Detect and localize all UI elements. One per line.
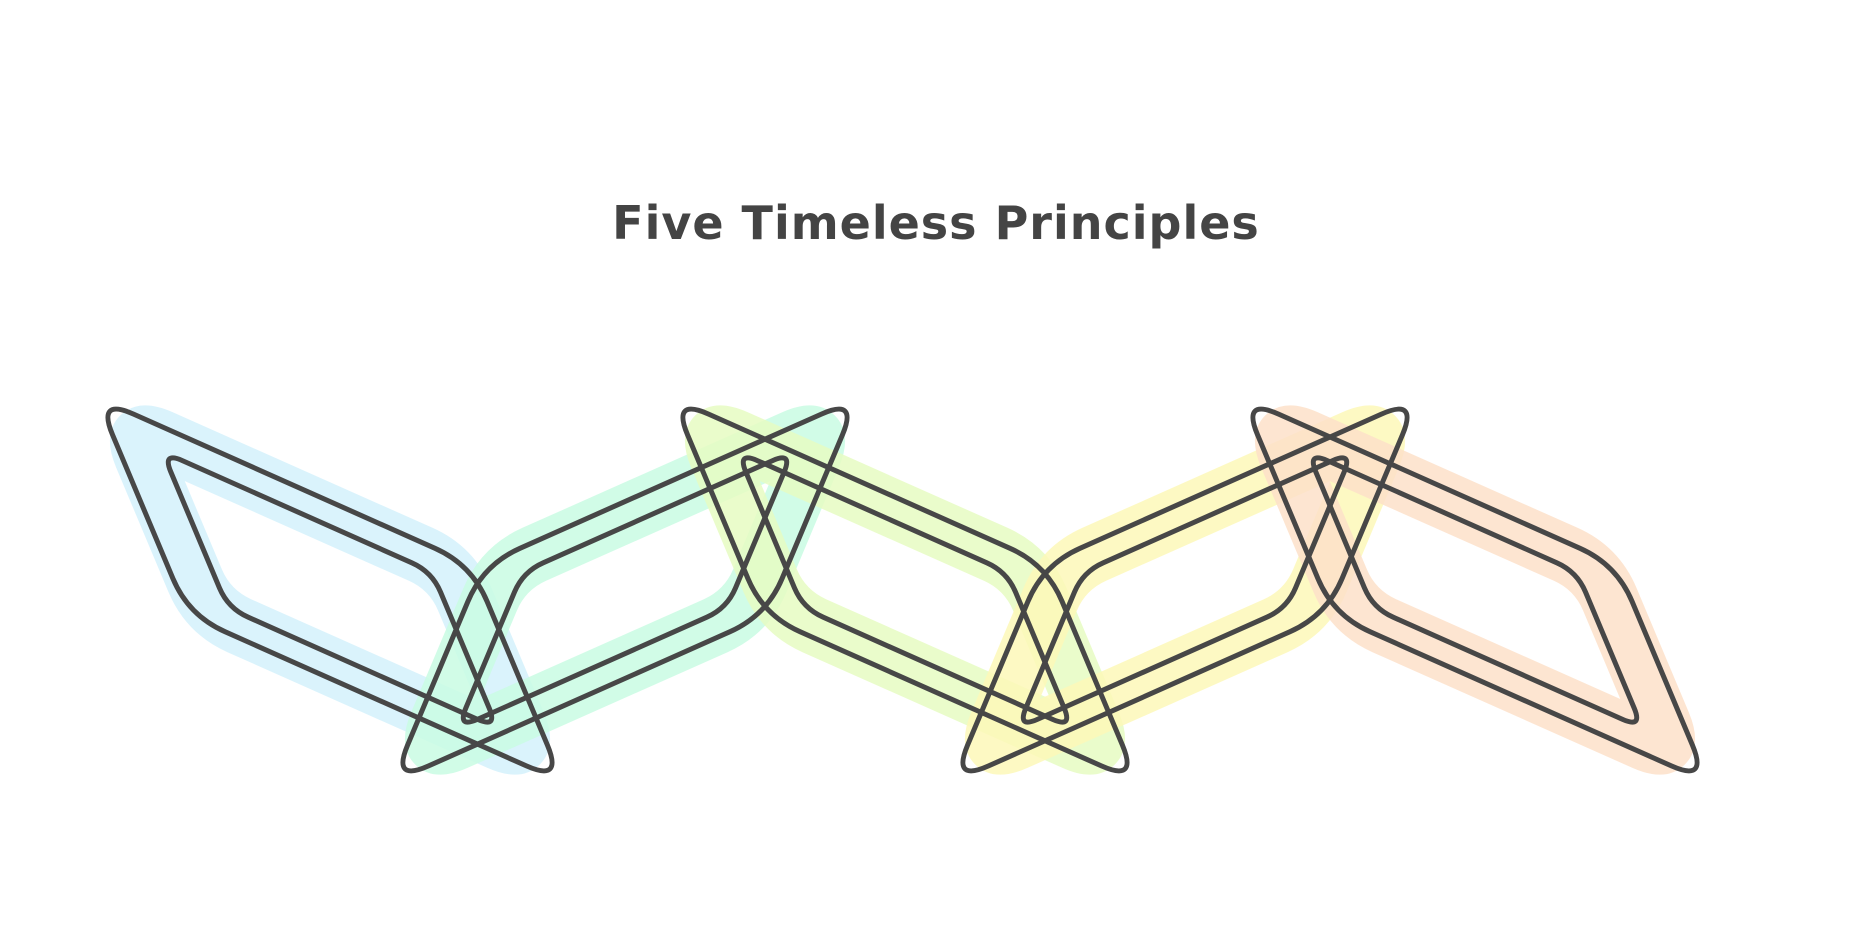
chain-link-1-hole (165, 455, 495, 725)
chain-link-2-outer (400, 406, 850, 774)
chain-link-4-outer (960, 406, 1410, 774)
chain-link-2-hole (460, 455, 790, 725)
diagram-title: Five Timeless Principles (612, 196, 1260, 250)
chain-link-4-hole (1020, 455, 1350, 725)
chain-link-5-fill (1255, 405, 1695, 775)
chain-link-outlines (105, 406, 1700, 774)
chain-link-1-outer (105, 406, 555, 774)
chain-link-fills (110, 405, 1695, 775)
chain-link-5-outer (1250, 406, 1700, 774)
chain-link-5-hole (1310, 455, 1640, 725)
chain-link-3-outer (680, 406, 1130, 774)
